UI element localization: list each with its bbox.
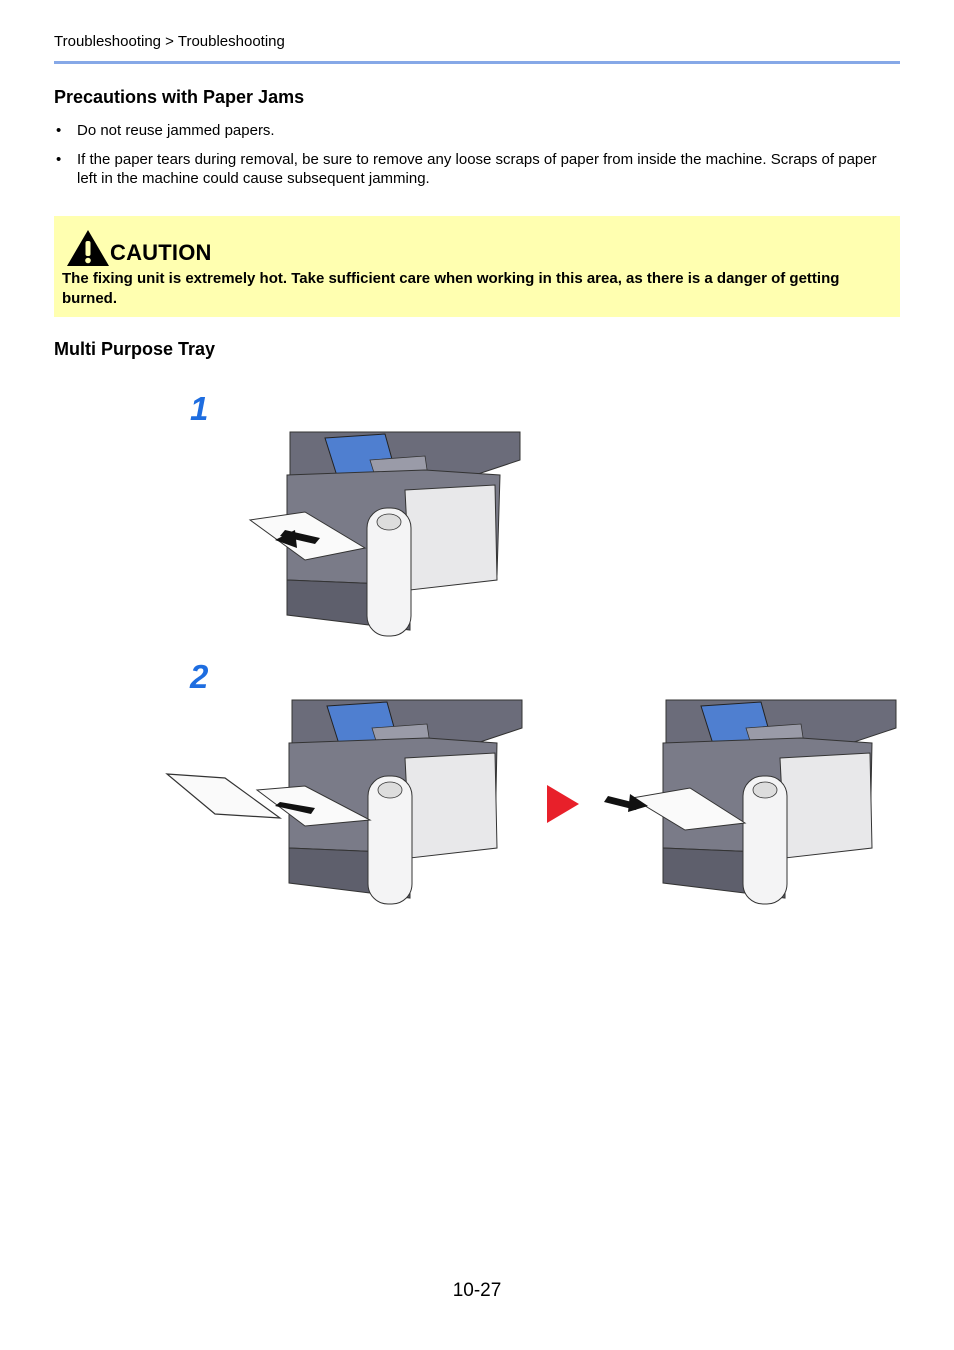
list-item-text: Do not reuse jammed papers. [77,122,275,139]
caution-text: The fixing unit is extremely hot. Take s… [62,270,840,307]
bullet-icon: • [56,122,62,139]
mp-tray-heading: Multi Purpose Tray [54,339,216,359]
caution-box: CAUTION The fixing unit is extremely hot… [54,216,900,317]
step-number-1: 1 [190,390,209,427]
bullet-icon: • [56,151,62,168]
list-item: • Do not reuse jammed papers. [54,121,900,140]
printer-remove-jammed-paper-illustration [248,431,521,637]
step-number-2: 2 [190,658,209,695]
list-item: • If the paper tears during removal, be … [54,150,900,188]
next-step-arrow-icon [547,785,579,823]
printer-paper-removed-illustration [165,699,523,905]
page-number: 10-27 [452,1280,502,1301]
warning-icon [67,230,109,266]
precautions-heading: Precautions with Paper Jams [54,87,305,107]
header-divider [54,61,900,64]
caution-title: CAUTION [110,240,212,265]
breadcrumb: Troubleshooting > Troubleshooting [54,33,285,50]
printer-reload-paper-illustration [604,699,897,905]
precautions-list: • Do not reuse jammed papers. • If the p… [54,121,900,198]
list-item-text: If the paper tears during removal, be su… [77,151,877,187]
